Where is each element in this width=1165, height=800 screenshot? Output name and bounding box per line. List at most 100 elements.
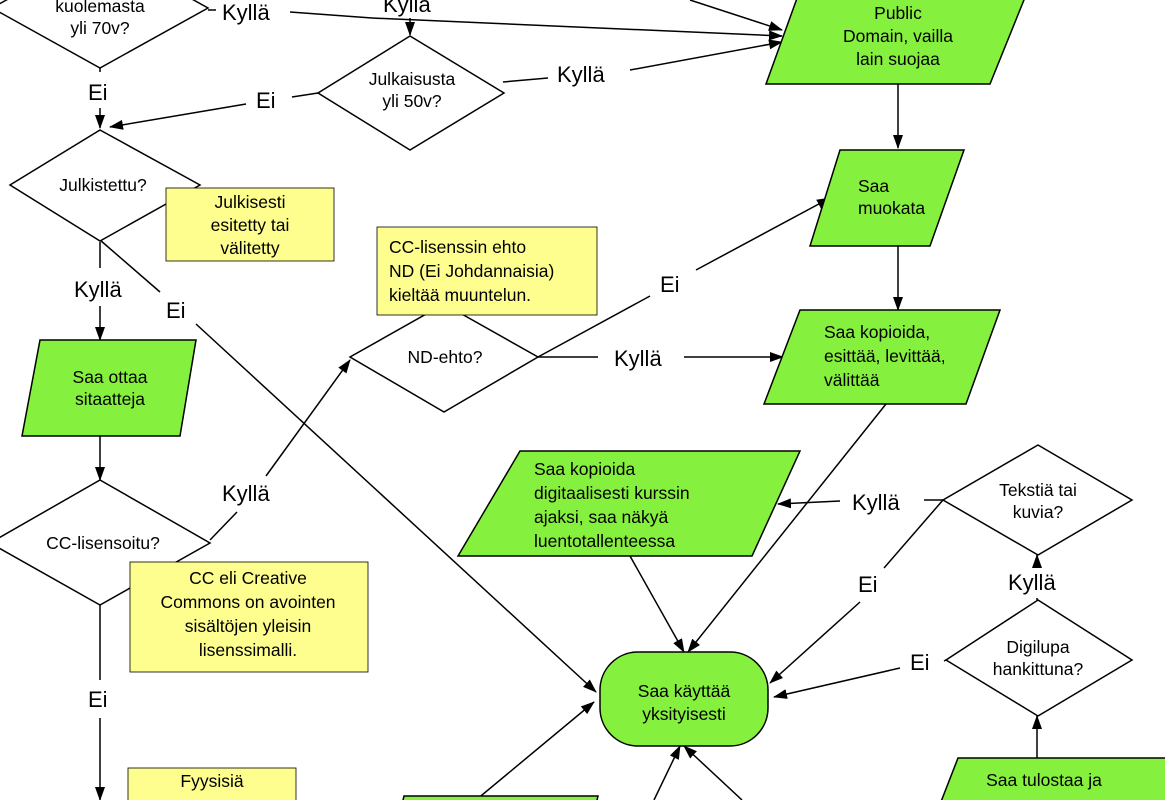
node-may-modify-shape bbox=[808, 149, 966, 247]
node-may-copy: Saa kopioida,esittää, levittää,välittää bbox=[824, 322, 946, 390]
node-label-line: lisenssimalli. bbox=[199, 640, 297, 660]
edge-text-no-a bbox=[883, 499, 944, 569]
edge-label-ei-6: Ei bbox=[910, 650, 930, 675]
node-label-line: lain suojaa bbox=[856, 49, 940, 69]
edge-label-ei-4: Ei bbox=[660, 272, 680, 297]
node-label-line: Julkistettu? bbox=[59, 175, 147, 195]
edge-pub50-no-a bbox=[291, 92, 319, 98]
node-label-line: Julkisesti bbox=[215, 192, 286, 212]
node-died-over-70-shape bbox=[0, 0, 210, 69]
node-label-line: Julkaisusta bbox=[369, 69, 456, 89]
note-nd-shape bbox=[376, 226, 598, 316]
node-label-line: kuvia? bbox=[1013, 502, 1064, 522]
edge-label-ei-1: Ei bbox=[88, 80, 108, 105]
edge-text-no-b bbox=[769, 601, 861, 684]
node-label-line: luentotallenteessa bbox=[534, 531, 675, 551]
node-label-line: yksityisesti bbox=[642, 704, 726, 724]
edge-bottom-left-to-private bbox=[475, 701, 595, 800]
edge-cc-yes-a bbox=[209, 511, 238, 541]
edge-copy-to-private bbox=[687, 403, 887, 653]
node-label-line: Commons on avointen bbox=[160, 592, 335, 612]
node-may-quote-shape bbox=[21, 339, 197, 437]
node-label-line: yli 50v? bbox=[382, 91, 442, 111]
node-label-line: Saa käyttää bbox=[638, 681, 731, 701]
note-performed-shape bbox=[165, 187, 335, 262]
edge-pub50-yes-a bbox=[502, 77, 549, 83]
node-label-line: CC-lisensoitu? bbox=[46, 533, 160, 553]
edge-label-ei-3: Ei bbox=[166, 298, 186, 323]
node-label-line: ajaksi, saa näkyä bbox=[534, 507, 669, 527]
edge-died70-to-pd bbox=[371, 17, 783, 41]
note-cc-shape bbox=[129, 561, 369, 673]
node-may-copy-shape bbox=[762, 309, 1002, 405]
node-label-line: välitetty bbox=[220, 238, 280, 258]
edge-bottom-right-to-private bbox=[683, 745, 743, 800]
edge-label-kylla-1: Kyllä bbox=[222, 0, 270, 25]
edge-digilupa-no-b bbox=[773, 667, 901, 699]
node-label-line: Saa ottaa bbox=[73, 367, 148, 387]
edge-nd-no-b bbox=[695, 197, 831, 271]
node-label-line: Saa bbox=[858, 176, 889, 196]
node-nd-condition-shape bbox=[348, 303, 540, 413]
node-digital-copy: Saa kopioida digitaalisesti kurssin ajaksi… bbox=[534, 459, 690, 551]
node-label-line: sisältöjen yleisin bbox=[185, 616, 311, 636]
node-label-line: Saa kopioida bbox=[534, 459, 635, 479]
node-label-line: Domain, vailla bbox=[843, 26, 953, 46]
node-public-domain-shape bbox=[764, 0, 1025, 85]
node-nd-condition: ND-ehto? bbox=[408, 347, 483, 367]
edge-label-kylla-8: Kyllä bbox=[1008, 570, 1056, 595]
node-label-line: digitaalisesti kurssin bbox=[534, 483, 690, 503]
node-label-line: Saa kopioida, bbox=[824, 322, 930, 342]
node-label-line: Public bbox=[874, 3, 922, 23]
node-label-line: yli 70v? bbox=[70, 18, 130, 38]
edge-cc-yes-b bbox=[265, 359, 351, 477]
note-performed: Julkisesti esitetty tai välitetty bbox=[211, 192, 290, 258]
node-label-line: Tekstiä tai bbox=[999, 480, 1077, 500]
edge-text-yes-b bbox=[777, 498, 841, 509]
edge-pub50-no-b bbox=[109, 103, 247, 130]
edge-upper-to-pd bbox=[689, 0, 783, 31]
edge-label-kylla-4: Kyllä bbox=[74, 277, 122, 302]
node-label-line: Digilupa bbox=[1006, 637, 1069, 657]
node-label-line: muokata bbox=[858, 198, 925, 218]
node-cc-licensed: CC-lisensoitu? bbox=[46, 533, 160, 553]
node-label-line: Fyysisiä bbox=[180, 771, 243, 791]
node-label-line: Saa tulostaa ja bbox=[986, 770, 1102, 790]
node-digilupa-shape bbox=[944, 599, 1134, 717]
node-label-line: ND-ehto? bbox=[408, 347, 483, 367]
edge-died70-yes-b bbox=[289, 11, 373, 19]
node-label-line: esittää, levittää, bbox=[824, 346, 946, 366]
edge-label-kylla-7: Kyllä bbox=[852, 490, 900, 515]
node-may-print-shape bbox=[940, 757, 1165, 800]
edge-label-kylla-3: Kyllä bbox=[557, 62, 605, 87]
node-label-line: hankittuna? bbox=[993, 659, 1084, 679]
node-label-line: ND (Ei Johdannaisia) bbox=[389, 261, 554, 281]
node-text-or-images-shape bbox=[941, 444, 1134, 556]
node-published-over-50-shape bbox=[316, 35, 506, 151]
node-private-use-shape bbox=[599, 651, 769, 747]
edge-label-kylla-5: Kyllä bbox=[614, 346, 662, 371]
edge-label-ei-2: Ei bbox=[256, 88, 276, 113]
edge-nd-no-a bbox=[537, 295, 651, 358]
node-bottom-green-shape bbox=[402, 795, 599, 800]
node-cc-licensed-shape bbox=[0, 479, 212, 606]
note-physical: Fyysisiä bbox=[180, 771, 243, 791]
note-physical-shape bbox=[127, 767, 297, 800]
node-may-print: Saa tulostaa ja bbox=[986, 770, 1102, 790]
node-digital-copy-shape bbox=[456, 450, 802, 557]
node-label-line: esitetty tai bbox=[211, 215, 290, 235]
edge-label-kylla-2: Kyllä bbox=[383, 0, 431, 17]
edge-label-ei-5: Ei bbox=[858, 572, 878, 597]
node-label-line: kieltää muuntelun. bbox=[389, 285, 531, 305]
edge-digital-to-private bbox=[629, 555, 685, 653]
